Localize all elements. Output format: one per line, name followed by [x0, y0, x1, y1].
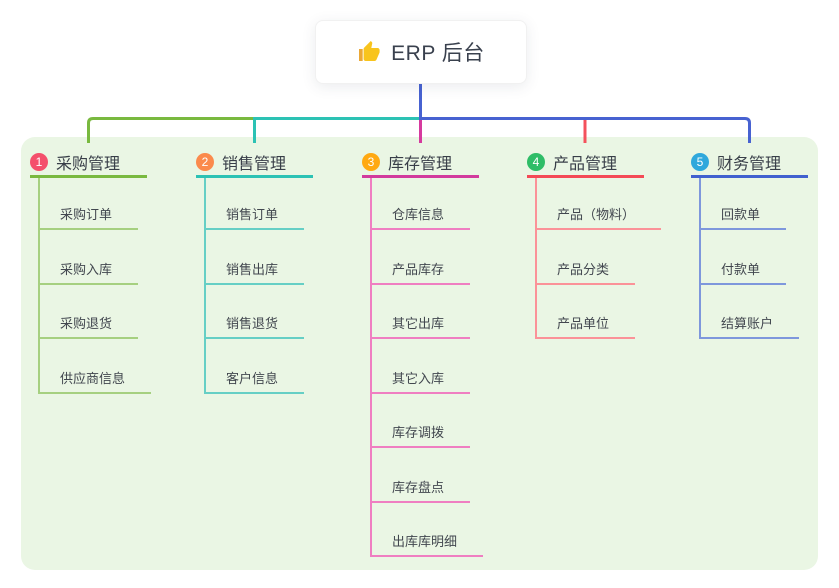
child-node[interactable]: 仓库信息	[372, 178, 483, 230]
child-node[interactable]: 其它出库	[372, 285, 483, 339]
branch-heading-inventory[interactable]: 3 库存管理	[362, 149, 479, 178]
child-node[interactable]: 销售出库	[206, 230, 305, 285]
child-node[interactable]: 销售退货	[206, 285, 305, 339]
child-label: 客户信息	[206, 368, 305, 394]
child-node[interactable]: 产品（物料）	[537, 178, 662, 230]
branch-label: 产品管理	[553, 156, 618, 173]
branch-heading-sales[interactable]: 2 销售管理	[196, 149, 313, 178]
branch-badge: 4	[527, 153, 545, 171]
child-label: 销售退货	[206, 313, 305, 339]
branch-children: 回款单 付款单 结算账户	[699, 178, 800, 339]
child-node[interactable]: 结算账户	[701, 285, 800, 339]
child-label: 回款单	[701, 204, 787, 230]
branch-heading-product[interactable]: 4 产品管理	[527, 149, 644, 178]
child-label: 产品（物料）	[537, 204, 662, 230]
branch-badge: 2	[196, 153, 214, 171]
child-label: 采购退货	[40, 313, 139, 339]
child-label: 库存调拨	[372, 422, 471, 448]
branch-label: 库存管理	[388, 156, 453, 173]
branch-label: 销售管理	[222, 156, 287, 173]
child-label: 库存盘点	[372, 477, 471, 503]
child-node[interactable]: 采购订单	[40, 178, 151, 230]
child-label: 销售订单	[206, 204, 305, 230]
child-node[interactable]: 产品库存	[372, 230, 483, 285]
child-node[interactable]: 回款单	[701, 178, 799, 230]
branch-children: 采购订单 采购入库 采购退货 供应商信息	[38, 178, 152, 394]
child-label: 采购订单	[40, 204, 139, 230]
background-panel	[21, 137, 818, 570]
child-node[interactable]: 库存调拨	[372, 394, 483, 448]
child-node[interactable]: 出库库明细	[372, 503, 484, 557]
child-node[interactable]: 库存盘点	[372, 448, 483, 503]
branch-children: 仓库信息 产品库存 其它出库 其它入库 库存调拨 库存盘点 出库库明细	[370, 178, 484, 557]
branch-badge: 3	[362, 153, 380, 171]
child-label: 销售出库	[206, 259, 305, 285]
child-node[interactable]: 客户信息	[206, 339, 305, 394]
child-label: 采购入库	[40, 259, 139, 285]
branch-heading-purchase[interactable]: 1 采购管理	[30, 149, 147, 178]
child-node[interactable]: 产品分类	[537, 230, 661, 285]
branch-label: 财务管理	[717, 156, 782, 173]
child-label: 产品分类	[537, 259, 636, 285]
child-node[interactable]: 产品单位	[537, 285, 661, 339]
branch-column-sales: 2 销售管理 销售订单 销售出库 销售退货 客户信息	[196, 149, 313, 394]
child-label: 产品库存	[372, 259, 471, 285]
child-node[interactable]: 供应商信息	[40, 339, 152, 394]
thumbs-up-icon	[359, 41, 380, 61]
child-label: 其它入库	[372, 368, 471, 394]
branch-column-product: 4 产品管理 产品（物料） 产品分类 产品单位	[527, 149, 662, 339]
child-label: 付款单	[701, 259, 787, 285]
root-title: ERP 后台	[391, 42, 485, 65]
branch-label: 采购管理	[56, 156, 121, 173]
child-label: 结算账户	[701, 313, 800, 339]
branch-children: 销售订单 销售出库 销售退货 客户信息	[204, 178, 305, 394]
branch-column-finance: 5 财务管理 回款单 付款单 结算账户	[691, 149, 808, 339]
child-label: 供应商信息	[40, 368, 152, 394]
child-node[interactable]: 采购入库	[40, 230, 151, 285]
child-label: 其它出库	[372, 313, 471, 339]
branch-column-purchase: 1 采购管理 采购订单 采购入库 采购退货 供应商信息	[30, 149, 152, 394]
child-label: 产品单位	[537, 313, 636, 339]
branch-column-inventory: 3 库存管理 仓库信息 产品库存 其它出库 其它入库 库存调拨 库存盘点 出库库…	[362, 149, 484, 557]
child-node[interactable]: 采购退货	[40, 285, 151, 339]
child-node[interactable]: 付款单	[701, 230, 799, 285]
child-label: 出库库明细	[372, 531, 484, 557]
branch-badge: 1	[30, 153, 48, 171]
child-node[interactable]: 销售订单	[206, 178, 305, 230]
child-label: 仓库信息	[372, 204, 471, 230]
branch-badge: 5	[691, 153, 709, 171]
child-node[interactable]: 其它入库	[372, 339, 483, 394]
branch-children: 产品（物料） 产品分类 产品单位	[535, 178, 662, 339]
branch-heading-finance[interactable]: 5 财务管理	[691, 149, 808, 178]
root-node[interactable]: ERP 后台	[315, 20, 527, 84]
